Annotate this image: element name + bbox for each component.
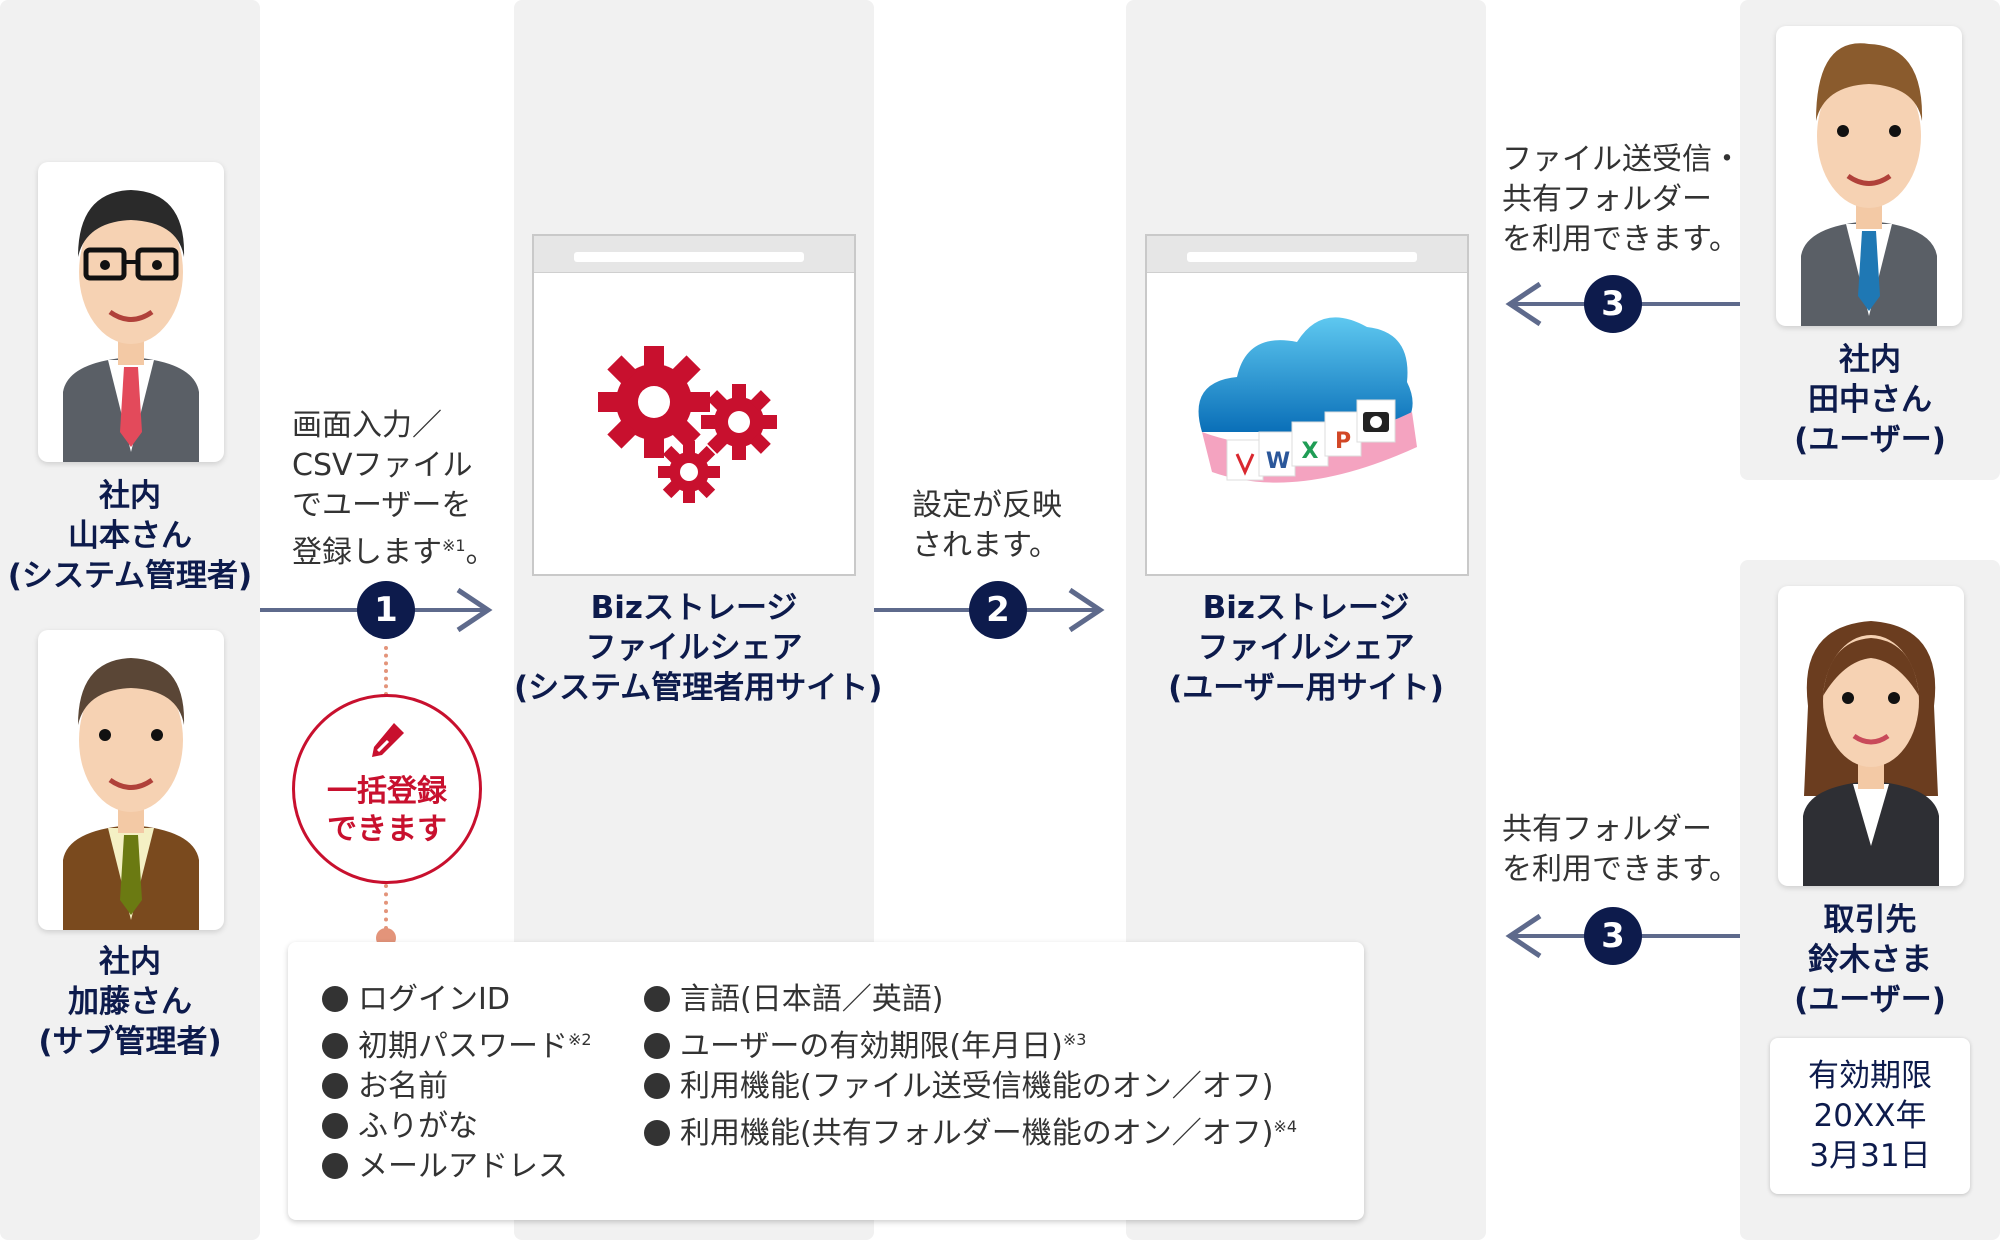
suzuki-name: 取引先 鈴木さま (ユーザー) — [1794, 902, 1946, 1018]
step1-arrowhead — [456, 587, 493, 633]
user-site-browser: W X P — [1145, 234, 1469, 576]
list-item: 初期パスワード※2 — [322, 1020, 592, 1067]
list-item: 言語(日本語／英語) — [644, 980, 1297, 1020]
kato-avatar — [63, 658, 199, 930]
gears-icon — [598, 346, 777, 503]
tanaka-avatar-card — [1776, 26, 1962, 326]
user-site-label: Bizストレージ ファイルシェア (ユーザー用サイト) — [1168, 590, 1444, 706]
suzuki-avatar — [1803, 621, 1939, 886]
step2-description: 設定が反映 されます。 — [912, 488, 1062, 563]
powerpoint-icon: P — [1335, 429, 1351, 454]
list-item: メールアドレス — [322, 1147, 592, 1187]
tanaka-avatar — [1801, 43, 1937, 326]
step1-badge: 1 — [357, 581, 415, 639]
step1-description: 画面入力／ CSVファイル でユーザーを 登録します※1。 — [292, 408, 496, 570]
list-item: 利用機能(共有フォルダー機能のオン／オフ)※4 — [644, 1107, 1297, 1154]
admin-site-browser — [532, 234, 856, 576]
list-item: ふりがな — [322, 1107, 592, 1147]
step3-suzuki-description: 共有フォルダー を利用できます。 — [1502, 812, 1739, 887]
yamamoto-avatar — [63, 190, 199, 462]
cloud-icon: W X P — [1198, 317, 1417, 483]
yamamoto-avatar-card — [38, 162, 224, 462]
list-item: ログインID — [322, 980, 592, 1020]
kato-name: 社内 加藤さん (サブ管理者) — [38, 944, 222, 1060]
pdf-icon — [1235, 453, 1255, 476]
registration-items-right: 言語(日本語／英語) ユーザーの有効期限(年月日)※3 利用機能(ファイル送受信… — [644, 980, 1297, 1154]
admin-site-label: Bizストレージ ファイルシェア (システム管理者用サイト) — [514, 590, 883, 706]
browser-toolbar — [1147, 236, 1467, 273]
list-item: ユーザーの有効期限(年月日)※3 — [644, 1020, 1297, 1067]
step1-dotted-line-top — [384, 646, 388, 696]
step3-tanaka-arrowhead — [1505, 281, 1542, 327]
step2-badge: 2 — [969, 581, 1027, 639]
step3-tanaka-badge: 3 — [1584, 275, 1642, 333]
bulk-registration-badge: 一括登録 できます — [292, 694, 482, 884]
word-icon: W — [1266, 449, 1290, 474]
step1-dotted-line-bottom — [384, 884, 388, 930]
registration-items-left: ログインID 初期パスワード※2 お名前 ふりがな メールアドレス — [322, 980, 592, 1187]
camera-icon — [1363, 412, 1389, 432]
step3-suzuki-arrowhead — [1505, 913, 1542, 959]
step3-tanaka-description: ファイル送受信・ 共有フォルダー を利用できます。 — [1502, 142, 1742, 257]
browser-toolbar — [534, 236, 854, 273]
list-item: お名前 — [322, 1067, 592, 1107]
tanaka-name: 社内 田中さん (ユーザー) — [1794, 342, 1946, 458]
suzuki-avatar-card — [1778, 586, 1964, 886]
kato-avatar-card — [38, 630, 224, 930]
pen-icon — [372, 723, 404, 757]
validity-box: 有効期限 20XX年 3月31日 — [1770, 1038, 1970, 1194]
step3-suzuki-badge: 3 — [1584, 907, 1642, 965]
registration-items-box: ログインID 初期パスワード※2 お名前 ふりがな メールアドレス 言語(日本語… — [288, 942, 1364, 1220]
excel-icon: X — [1302, 439, 1319, 464]
yamamoto-name: 社内 山本さん (システム管理者) — [7, 478, 253, 594]
list-item: 利用機能(ファイル送受信機能のオン／オフ) — [644, 1067, 1297, 1107]
step2-arrowhead — [1068, 587, 1105, 633]
